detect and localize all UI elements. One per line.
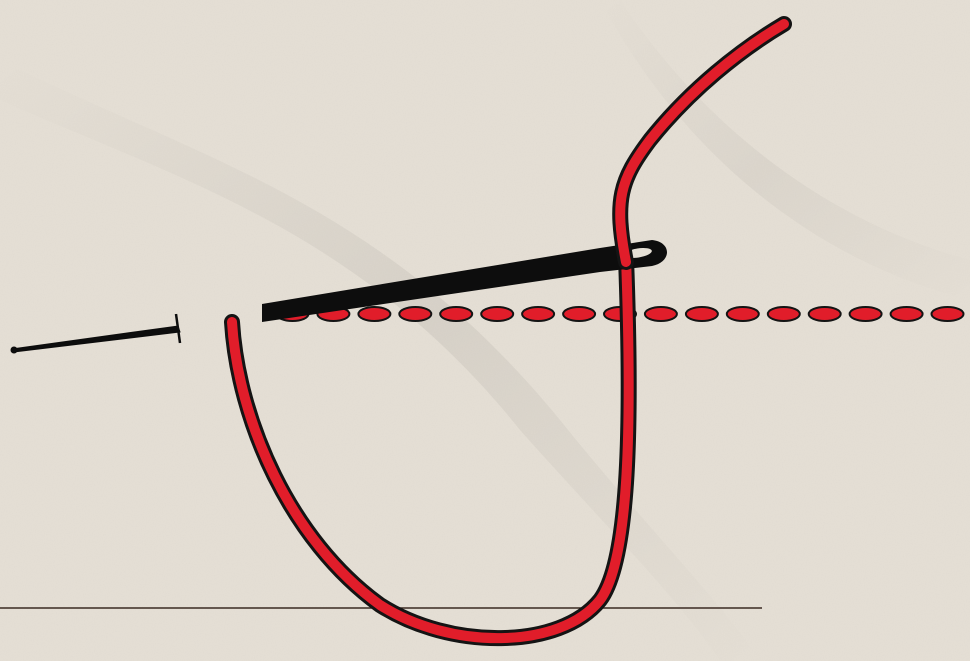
stitch [399, 307, 431, 321]
stitch [850, 307, 882, 321]
stitch [809, 307, 841, 321]
stitch [768, 307, 800, 321]
stitch [645, 307, 677, 321]
stitch [522, 307, 554, 321]
stitch [891, 307, 923, 321]
stitch [727, 307, 759, 321]
stitch [481, 307, 513, 321]
stitch [932, 307, 964, 321]
stitch [358, 307, 390, 321]
stitch [686, 307, 718, 321]
stitch [440, 307, 472, 321]
stitch [563, 307, 595, 321]
